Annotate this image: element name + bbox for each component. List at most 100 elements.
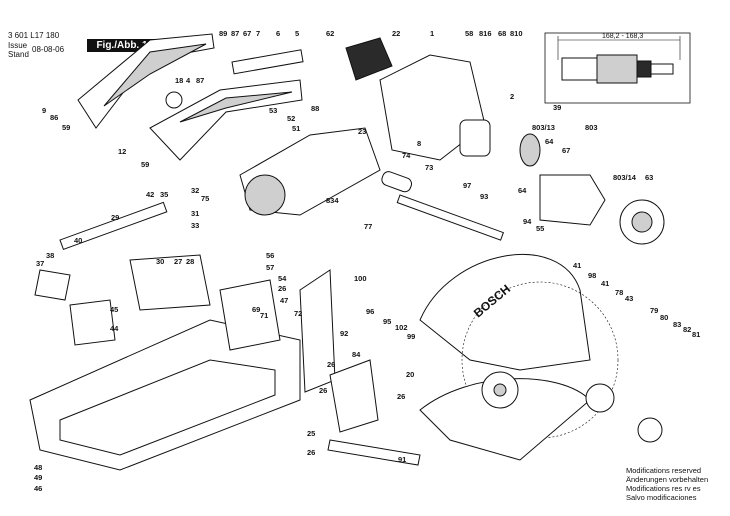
part-label: 96 [366,307,374,316]
motor-housing [345,37,665,245]
part-label: 67 [243,29,251,38]
part-label: 64 [518,186,527,195]
part-label: 95 [383,317,391,326]
part-label: 75 [201,194,209,203]
part-label: 26 [307,448,315,457]
part-label: 80 [660,313,668,322]
part-label: 816 [479,29,492,38]
part-label: 84 [352,350,361,359]
part-label: 22 [392,29,400,38]
part-label: 38 [46,251,54,260]
part-label: 9 [42,106,46,115]
part-label: 33 [191,221,199,230]
stand-label: Stand [8,50,29,59]
part-label: 94 [523,217,532,226]
part-label: 86 [50,113,58,122]
part-label: 45 [110,305,118,314]
part-label: 81 [692,330,700,339]
part-label: 43 [625,294,633,303]
part-label: 26 [327,360,335,369]
part-label: 73 [425,163,433,172]
part-label: 92 [340,329,348,338]
part-label: 30 [156,257,164,266]
part-label: 74 [402,151,411,160]
part-label: 26 [278,284,286,293]
part-label: 42 [146,190,154,199]
part-label: 803/14 [613,173,637,182]
part-label: 40 [74,236,82,245]
part-label: 7 [256,29,260,38]
part-label: 12 [118,147,126,156]
part-label: 99 [407,332,415,341]
issue-label: Issue [8,41,28,50]
part-label: 47 [280,296,288,305]
part-label: 29 [111,213,119,222]
part-label: 803 [585,123,598,132]
part-label: 27 [174,257,182,266]
part-label: 54 [278,274,287,283]
note-line: Salvo modificaciones [626,493,697,502]
part-label: 8 [417,139,421,148]
part-labels: 89 87 67 7 6 5 62 22 1 58 816 68 810 18 … [34,29,700,493]
part-label: 78 [615,288,623,297]
part-label: 51 [292,124,300,133]
part-label: 62 [326,29,334,38]
part-label: 91 [398,455,406,464]
part-label: 58 [465,29,473,38]
part-label: 810 [510,29,523,38]
part-label: 56 [266,251,274,260]
handle-assembly [77,33,304,161]
part-label: 69 [252,305,260,314]
part-label: 55 [536,224,544,233]
part-label: 46 [34,484,42,493]
part-label: 59 [62,123,70,132]
part-label: 59 [141,160,149,169]
part-label: 89 [219,29,227,38]
part-label: 803/13 [532,123,555,132]
note-line: Änderungen vorbehalten [626,475,709,484]
note-line: Modifications reserved [626,466,702,475]
part-label: 102 [395,323,408,332]
part-label: 63 [645,173,653,182]
part-label: 32 [191,186,199,195]
part-label: 31 [191,209,199,218]
part-label: 87 [231,29,239,38]
part-label: 52 [287,114,295,123]
part-label: 53 [269,106,277,115]
note-line: Modifications res rv es [626,484,701,493]
part-label: 26 [319,386,327,395]
part-label: 88 [311,104,319,113]
part-label: 57 [266,263,274,272]
part-label: 35 [160,190,168,199]
part-label: 49 [34,473,42,482]
part-label: 79 [650,306,658,315]
modification-notes: Modifications reserved Änderungen vorbeh… [626,466,708,502]
part-label: 37 [36,259,44,268]
part-label: 44 [110,324,119,333]
part-label: 100 [354,274,367,283]
part-label: 77 [364,222,372,231]
doc-number: 3 601 L17 180 [8,31,60,40]
base-assembly [29,201,421,471]
part-label: 18 [175,76,183,85]
part-label: 82 [683,325,691,334]
blade-guard: BOSCH [419,254,663,461]
part-label: 25 [307,429,315,438]
part-label: 93 [480,192,488,201]
part-label: 64 [545,137,554,146]
part-label: 41 [573,261,581,270]
part-label: 72 [294,309,302,318]
part-label: 4 [186,76,191,85]
part-label: 20 [406,370,414,379]
part-label: 67 [562,146,570,155]
part-label: 48 [34,463,42,472]
part-label: 39 [553,103,561,112]
dimension-label: 168,2 - 168,3 [602,33,643,40]
part-label: 23 [358,127,366,136]
part-label: 97 [463,181,471,190]
motor-dimension-inset: 168,2 - 168,3 [544,32,691,104]
part-label: 28 [186,257,194,266]
part-label: 2 [510,92,514,101]
